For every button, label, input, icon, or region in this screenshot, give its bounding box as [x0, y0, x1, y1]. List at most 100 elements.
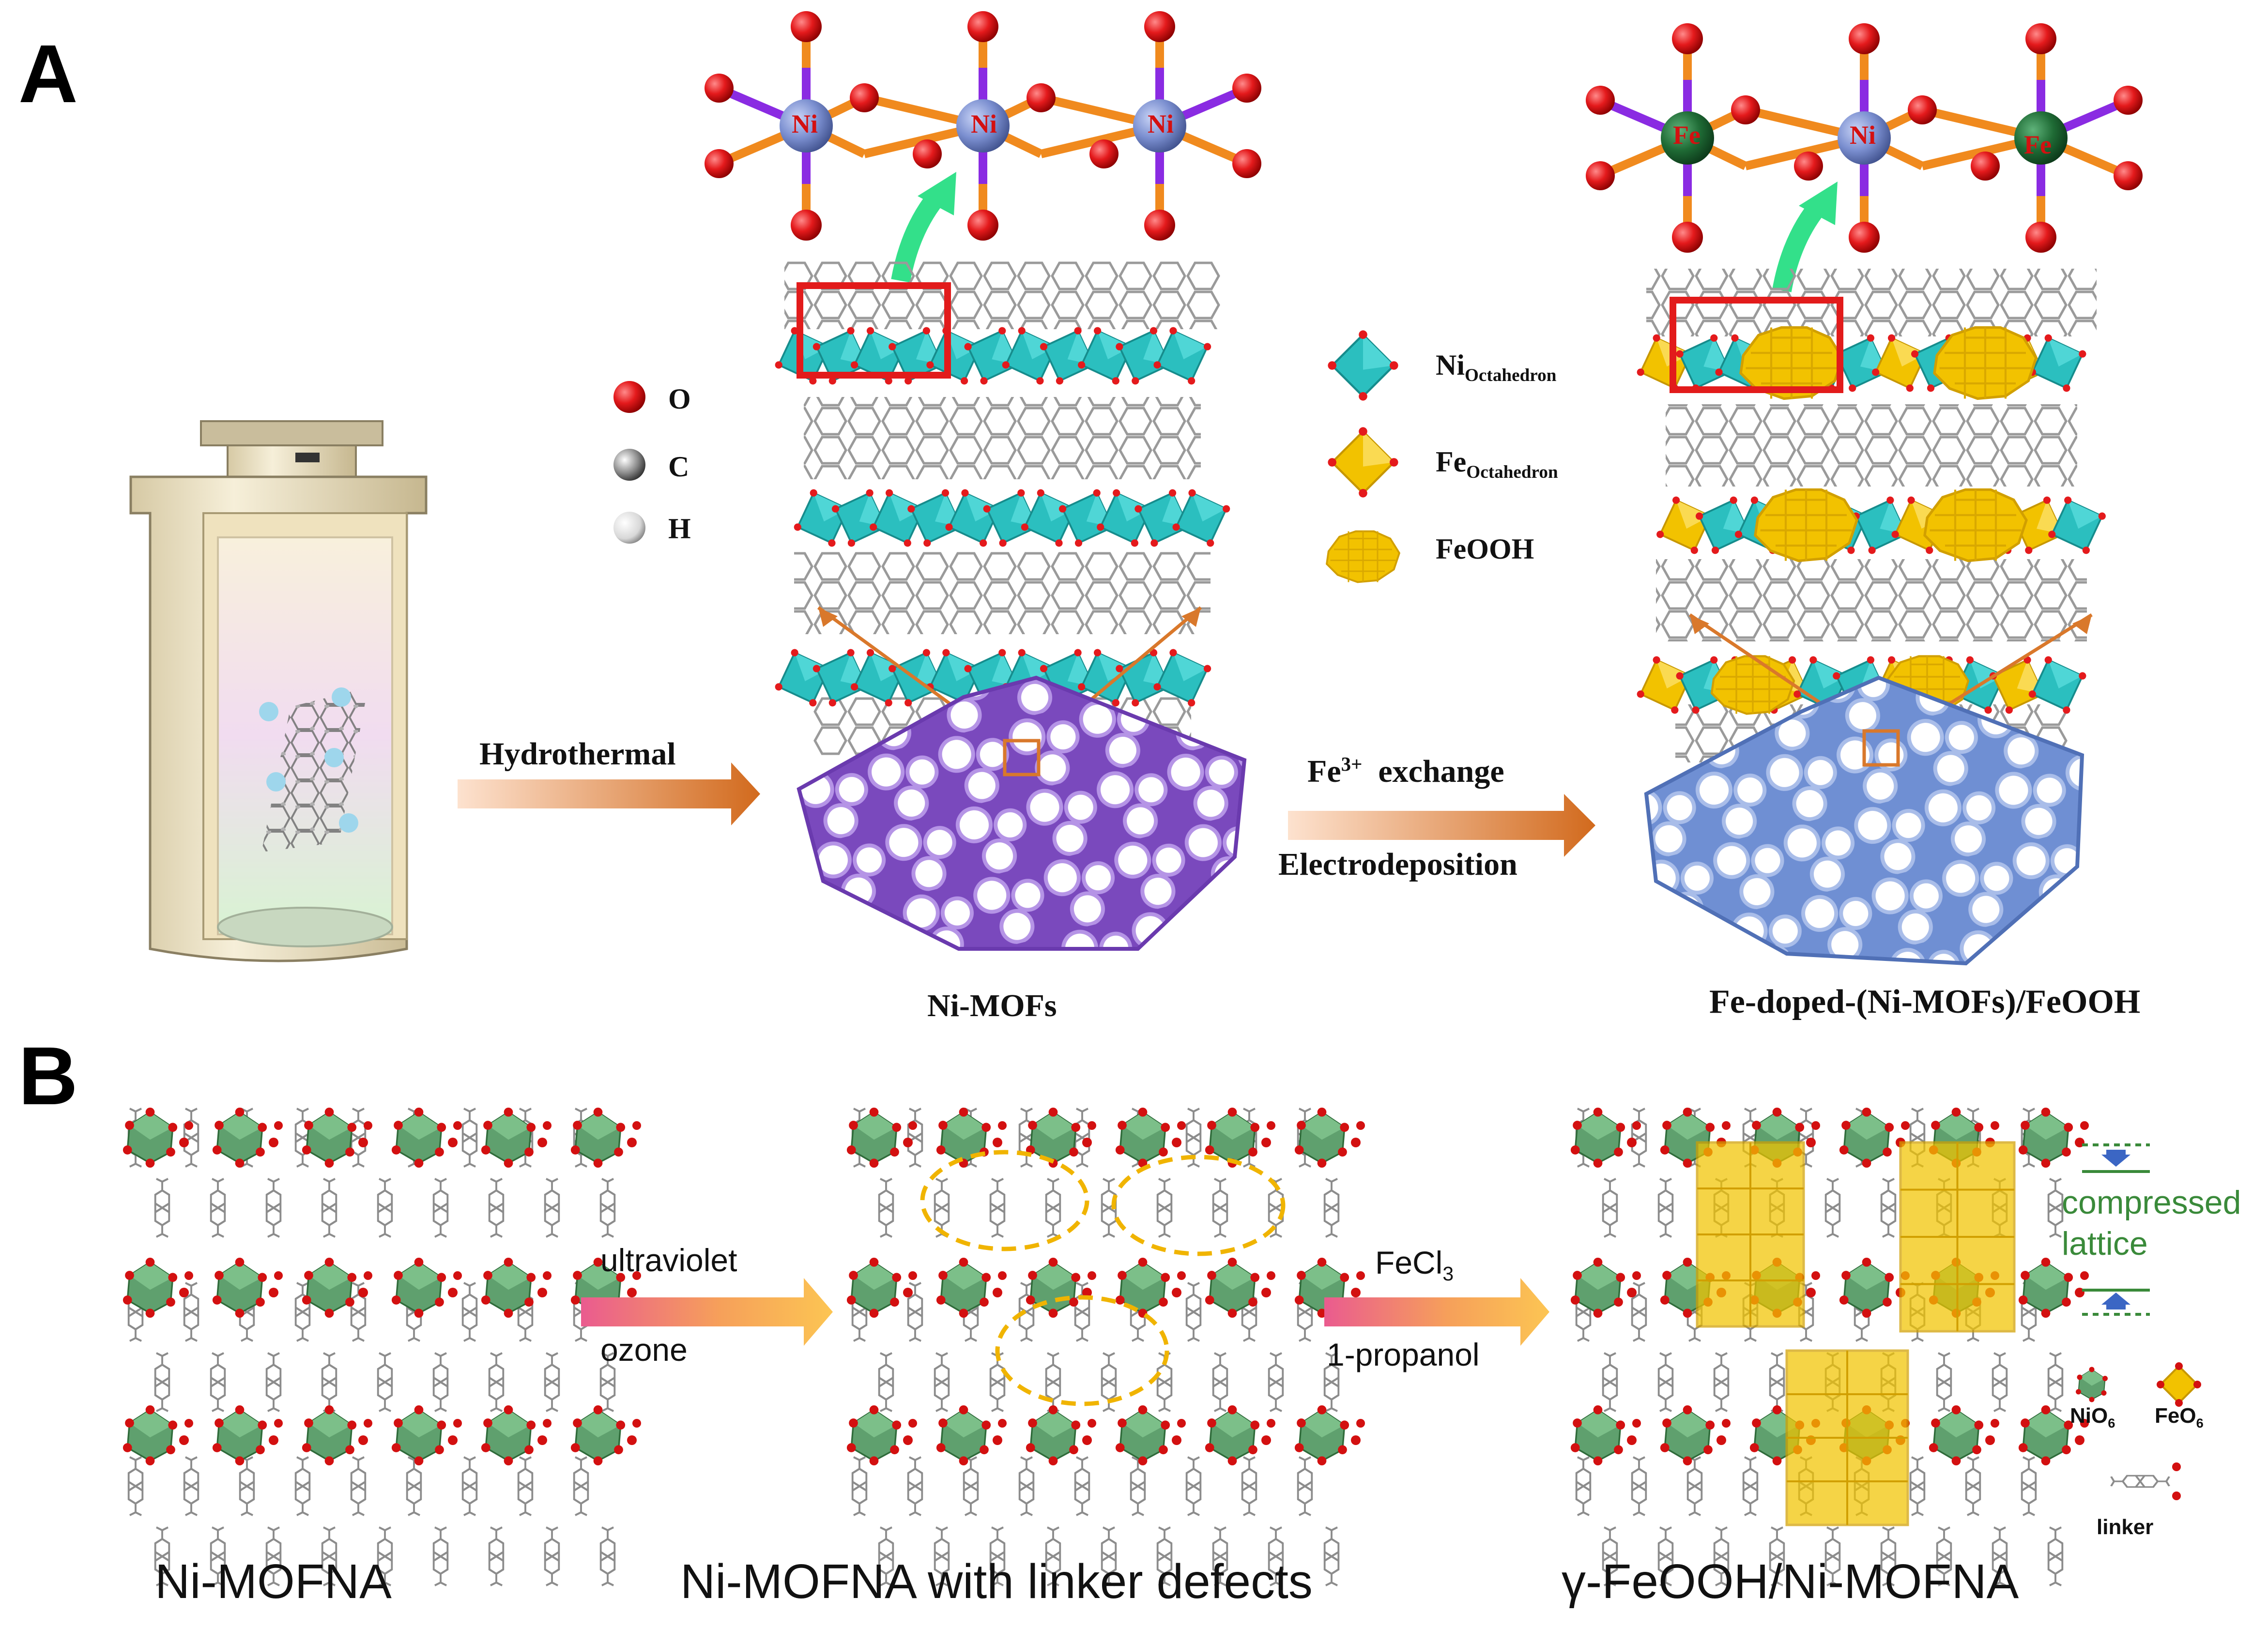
linker [1632, 1457, 1646, 1515]
oxygen-dot [1267, 1419, 1275, 1428]
oxygen-dot [1716, 1435, 1726, 1445]
oxygen-dot [1356, 1419, 1365, 1428]
legend-fe-octahedron-label: FeOctahedron [1436, 446, 1558, 482]
ion-dot [324, 748, 344, 767]
oxygen-dot [1811, 1121, 1820, 1130]
linker [601, 1179, 615, 1237]
oxygen-atom [1672, 23, 1703, 54]
linker [2022, 1457, 2036, 1515]
oxygen-atom [1027, 83, 1056, 112]
oxygen-dot [632, 1121, 641, 1130]
nio6-octahedron [846, 1404, 902, 1466]
linker [1298, 1457, 1312, 1515]
oxygen-dot [1351, 1288, 1361, 1297]
linker [1020, 1457, 1034, 1515]
oxygen-dot [269, 1435, 278, 1445]
atom-ni-label-3: Ni [1148, 109, 1174, 138]
linker [211, 1353, 225, 1411]
nio6-octahedron [301, 1404, 357, 1466]
nio6-octahedron [212, 1257, 268, 1319]
oxygen-dot [1172, 1435, 1181, 1445]
nio6-octahedron [1839, 1257, 1895, 1319]
oxygen-dot [632, 1419, 641, 1428]
nio6-octahedron [1570, 1107, 1626, 1169]
oxygen-dot [184, 1271, 193, 1280]
fe-ni-chain-structure [1586, 23, 2143, 253]
legend-linker-icon [2111, 1476, 2169, 1487]
linker [434, 1179, 448, 1237]
linker-band [784, 261, 1220, 329]
oxygen-atom [967, 210, 998, 241]
linker [267, 1179, 281, 1237]
oxygen-dot [1985, 1435, 1995, 1445]
up-arrow-icon [2101, 1293, 2130, 1309]
oxygen-atom [705, 74, 734, 103]
linker [463, 1109, 477, 1167]
nio6-octahedron [480, 1107, 536, 1169]
hydrothermal-arrow [458, 762, 760, 825]
legend-carbon-icon [613, 449, 645, 481]
linker-defect-ring [1111, 1155, 1286, 1256]
linker [434, 1353, 448, 1411]
linker [1715, 1353, 1729, 1411]
caption-ni-mofna: Ni-MOFNA [155, 1554, 392, 1609]
fe-mof-framework [1644, 675, 2084, 966]
linker [1826, 1179, 1840, 1237]
legend-nio6-icon [2075, 1366, 2108, 1403]
ion-dot [339, 813, 358, 833]
oxygen-dot [537, 1138, 547, 1147]
oxygen-atom [2025, 222, 2056, 253]
linker [240, 1457, 254, 1515]
linker-band [794, 552, 1211, 634]
oxygen-dot [632, 1271, 641, 1280]
oxygen-dot [543, 1121, 552, 1130]
nio6-octahedron [1294, 1404, 1350, 1466]
nickel-atom [1133, 99, 1186, 152]
linker [1325, 1179, 1339, 1237]
linker [1187, 1457, 1201, 1515]
fe-exchange-arrow [1288, 794, 1595, 857]
product-fe-doped-label: Fe-doped-(Ni-MOFs)/FeOOH [1709, 983, 2141, 1020]
oxygen-atom [1232, 149, 1261, 178]
nio6-octahedron [1025, 1404, 1081, 1466]
oxygen-atom [1908, 95, 1937, 124]
oxygen-dot [269, 1138, 278, 1147]
ni-chain-structure [705, 11, 1261, 241]
linker [434, 1527, 448, 1585]
linker [1242, 1457, 1257, 1515]
oxygen-atom [2114, 161, 2143, 190]
nio6-octahedron [1204, 1257, 1260, 1319]
oxygen-dot [1082, 1288, 1092, 1297]
step-ultraviolet-label: ultraviolet [600, 1242, 737, 1278]
oxygen-dot [537, 1435, 547, 1445]
linker-defect-ring [920, 1150, 1089, 1251]
nio6-octahedron [846, 1107, 902, 1169]
legend-ni-octahedron-label: NiOctahedron [1436, 349, 1557, 385]
nio6-octahedron [570, 1404, 626, 1466]
iron-atom [1661, 111, 1714, 165]
linker [1269, 1353, 1283, 1411]
oxygen-dot [448, 1435, 458, 1445]
oxygen-dot [358, 1435, 368, 1445]
nickel-atom [780, 99, 833, 152]
ni-mof-layer-structure [764, 261, 1241, 755]
iron-atom [2014, 111, 2068, 165]
linker [1882, 1179, 1896, 1237]
oxygen-dot [448, 1288, 458, 1297]
oxygen-dot [908, 1121, 917, 1130]
linker [184, 1457, 199, 1515]
linker [155, 1353, 169, 1411]
oxygen-dot [1632, 1419, 1641, 1428]
autoclave-icon [129, 420, 428, 962]
nio6-octahedron [1659, 1404, 1716, 1466]
green-arrow-1-head [918, 172, 956, 215]
oxygen-dot [627, 1288, 637, 1297]
oxygen-dot [274, 1271, 283, 1280]
atom-ni-label-1: Ni [792, 109, 818, 138]
linker [1325, 1527, 1339, 1585]
oxygen-dot [998, 1121, 1007, 1130]
step-fe-exchange-label: Fe3+ exchange [1307, 753, 1504, 789]
oxygen-dot [453, 1419, 462, 1428]
oxygen-atom [850, 83, 879, 112]
